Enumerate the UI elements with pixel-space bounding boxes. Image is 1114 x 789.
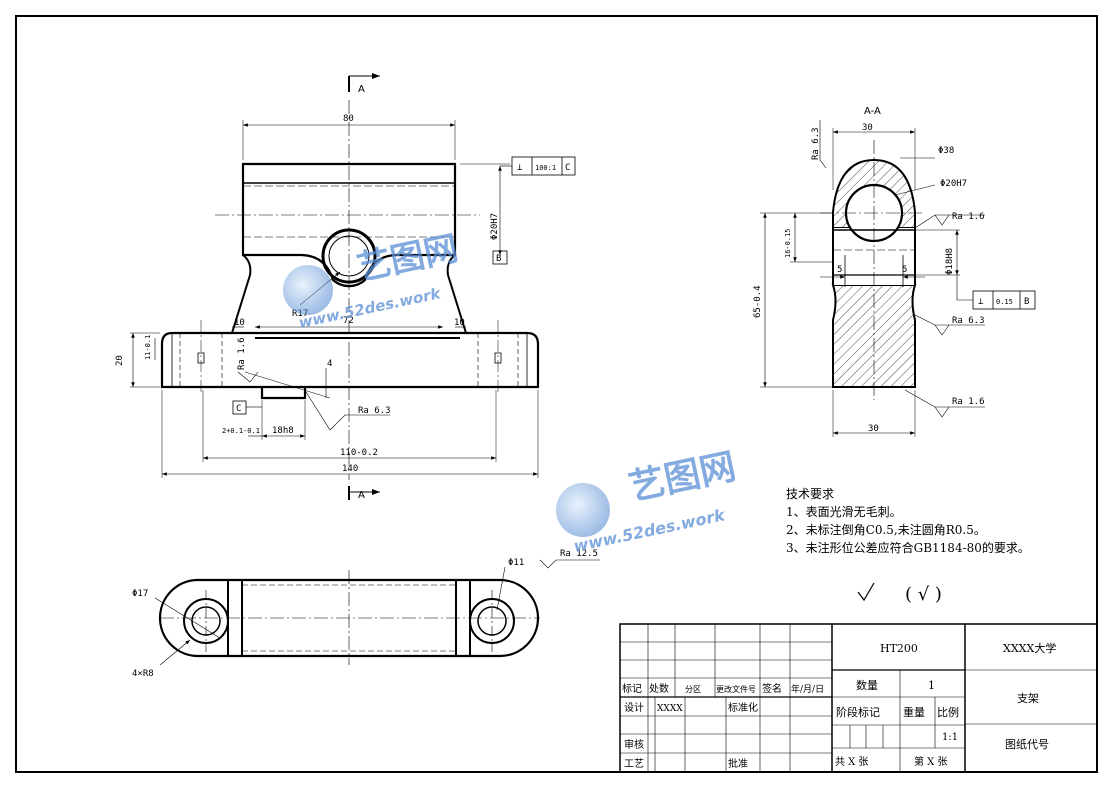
tech-req-3: 3、未注形位公差应符合GB1184-80的要求。 [786, 540, 1030, 555]
dim-10-left: 10 [234, 318, 245, 328]
watermark-2: 艺图网 www.52des.work [556, 446, 740, 556]
tb-designer: XXXX [657, 704, 683, 714]
rough-ra125: Ra 12.5 [560, 549, 598, 559]
dim-r17: R17 [292, 309, 308, 319]
sheet-border [15, 15, 1098, 773]
tb-weight-label: 重量 [903, 705, 925, 719]
front-view [130, 73, 576, 500]
tb-sheets-total: 共 X 张 [835, 756, 868, 768]
top-view [154, 559, 600, 666]
tb-row-label-4: 更改文件号 [716, 684, 756, 694]
title-block [619, 623, 1098, 773]
watermark-brand-2: 艺图网 [625, 446, 739, 509]
tech-req-2: 2、未标注倒角C0.5,未注圆角R0.5。 [786, 522, 986, 537]
tol-symbol-front: ⊥ [517, 163, 523, 173]
datum-c: C [236, 404, 241, 414]
dim-80: 80 [343, 114, 354, 124]
tb-scale-value: 1:1 [942, 732, 958, 743]
dim-18h8: 18h8 [272, 426, 294, 436]
tb-std: 标准化 [728, 701, 758, 714]
dim-phi20h7-sec: Φ20H7 [940, 179, 967, 189]
tb-design: 设计 [624, 701, 644, 714]
rough-ra63-sec: Ra 6.3 [952, 316, 985, 326]
dim-30-top: 30 [862, 123, 873, 133]
tb-row-label-5: 签名 [762, 682, 782, 695]
section-view [760, 120, 1036, 437]
rough-ra16-front: Ra 1.6 [237, 337, 247, 370]
dim-2: 2+0.1-0.1 [222, 427, 260, 435]
tol-symbol-sec: ⊥ [978, 297, 984, 307]
tech-req-1: 1、表面光滑无毛刺。 [786, 505, 902, 519]
dim-72: 72 [343, 316, 354, 326]
tb-row-label-1: 标记 [622, 683, 642, 695]
tb-row-label-6: 年/月/日 [791, 683, 824, 695]
dim-30-bottom: 30 [868, 424, 879, 434]
rough-ra63-front: Ra 6.3 [358, 406, 391, 416]
tb-material: HT200 [880, 642, 918, 655]
tb-sheet-no: 第 X 张 [914, 755, 947, 768]
tb-qty-value: 1 [928, 679, 935, 692]
datum-b: B [496, 254, 501, 264]
tb-check: 审核 [624, 738, 644, 751]
tb-part-name: 支架 [1017, 692, 1039, 705]
dim-16: 16-0.15 [784, 228, 792, 258]
tech-req-title: 技术要求 [786, 487, 834, 501]
dim-phi20h7-front: Φ20H7 [490, 213, 500, 240]
watermark-brand-1: 艺图网 [354, 228, 462, 288]
tol-datum-sec: B [1024, 297, 1029, 307]
rough-ra63-sec-top: Ra 6.3 [811, 127, 821, 160]
rough-ra16-sec: Ra 1.6 [952, 212, 985, 222]
rough-ra16-sec-bottom: Ra 1.6 [952, 397, 985, 407]
tb-drawing-no: 图纸代号 [1005, 738, 1049, 751]
dim-5-right: 5 [902, 265, 907, 275]
dim-r8: 4×R8 [132, 669, 154, 679]
tol-value-front: 100:1 [535, 164, 556, 172]
tb-approve: 批准 [728, 757, 748, 770]
dim-phi17: Φ17 [132, 589, 148, 599]
section-title: A-A [864, 106, 881, 117]
dim-11: 11-0.1 [144, 335, 152, 360]
tb-stage-label: 阶段标记 [836, 705, 880, 719]
dim-phi18h8: Φ18H8 [945, 248, 955, 275]
tb-qty-label: 数量 [856, 679, 878, 692]
dim-110: 110-0.2 [340, 448, 378, 458]
dim-10-right: 10 [454, 318, 465, 328]
tb-process: 工艺 [624, 758, 644, 770]
tb-school: XXXX大学 [1003, 641, 1056, 655]
dim-20: 20 [115, 355, 125, 366]
dim-5-left: 5 [837, 265, 842, 275]
section-mark-top: A [358, 84, 365, 95]
dim-phi38: Φ38 [938, 146, 954, 156]
section-mark-bottom: A [358, 490, 365, 501]
roughness-symbol [857, 582, 875, 602]
tb-row-label-2: 处数 [649, 682, 669, 695]
tb-row-label-3: 分区 [685, 685, 701, 694]
tb-scale-label: 比例 [937, 705, 959, 719]
roughness-note: ( √ ) [905, 584, 942, 605]
dim-65: 65-0.4 [753, 285, 763, 318]
dim-140: 140 [342, 464, 358, 474]
dim-phi11: Φ11 [508, 558, 524, 568]
dim-4: 4 [327, 359, 332, 369]
tol-value-sec: 0.15 [996, 298, 1013, 306]
tol-datum-front: C [565, 163, 570, 173]
labels: A A A-A 80 72 10 10 20 11-0.1 R17 4 2+0.… [115, 84, 1056, 770]
